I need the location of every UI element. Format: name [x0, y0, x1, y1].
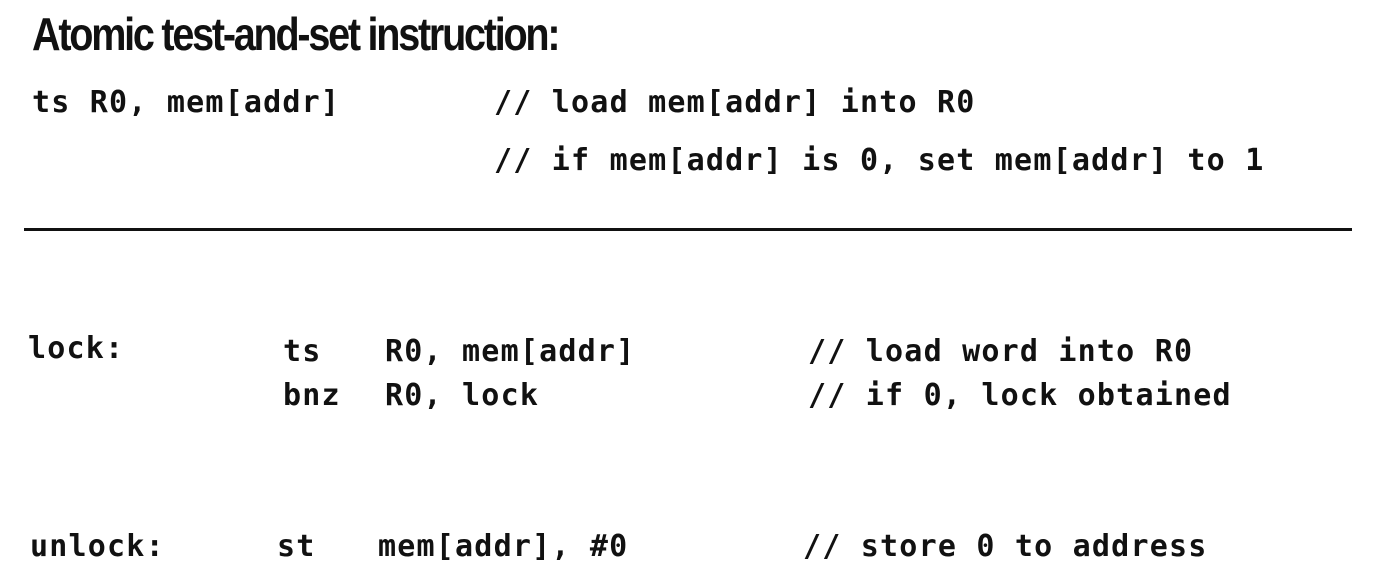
ts-comment-load: // load mem[addr] into R0: [494, 85, 976, 120]
section-divider: [24, 228, 1352, 231]
lock-line1-op: ts: [283, 334, 322, 369]
lock-line2-args: R0, lock: [385, 378, 540, 413]
unlock-line1-args: mem[addr], #0: [378, 529, 629, 564]
unlock-line1-comment: // store 0 to address: [803, 529, 1208, 564]
lock-line1-comment: // load word into R0: [808, 334, 1194, 369]
unlock-label: unlock:: [30, 529, 165, 564]
unlock-line1-op: st: [277, 529, 316, 564]
lock-line2-comment: // if 0, lock obtained: [808, 378, 1232, 413]
lock-label: lock:: [28, 331, 125, 366]
ts-comment-set: // if mem[addr] is 0, set mem[addr] to 1: [494, 143, 1265, 178]
ts-instruction-syntax: ts R0, mem[addr]: [32, 85, 341, 120]
lock-line1-args: R0, mem[addr]: [385, 334, 636, 369]
slide-title: Atomic test-and-set instruction:: [32, 8, 561, 60]
lock-line2-op: bnz: [283, 378, 341, 413]
